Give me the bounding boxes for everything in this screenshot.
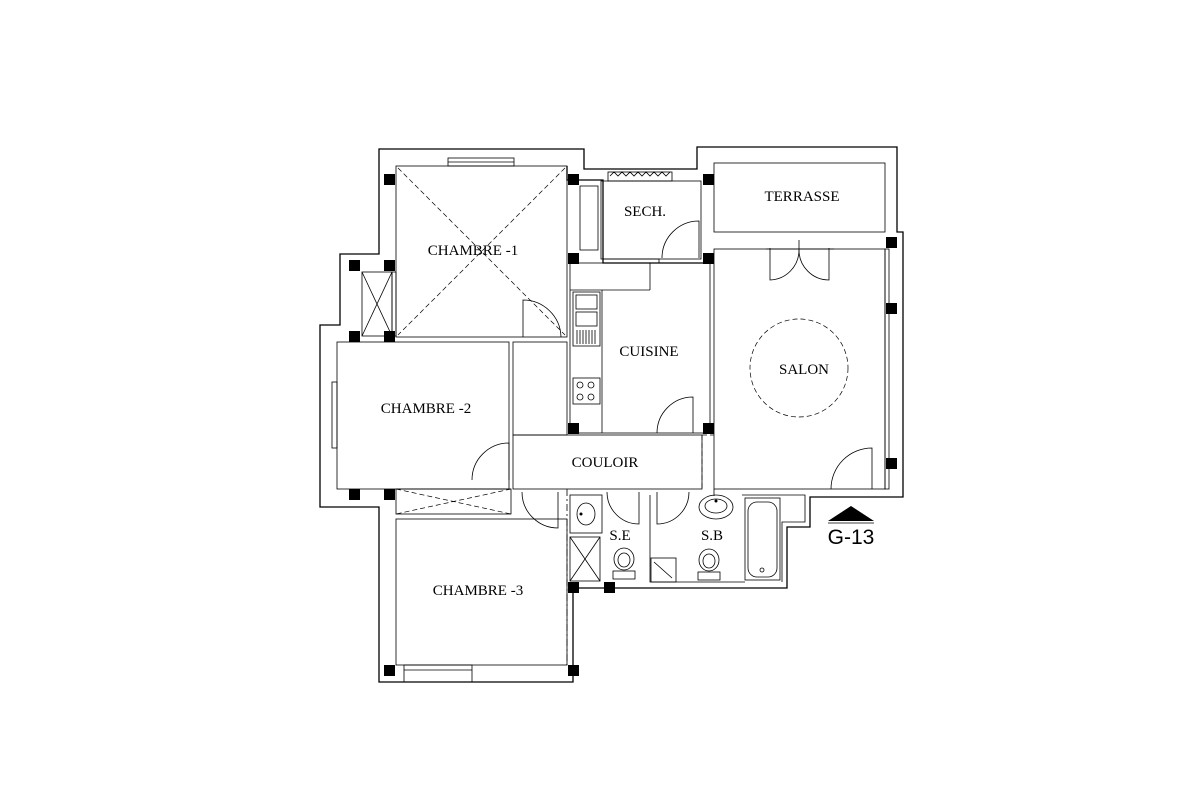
- room-chambre-2: CHAMBRE -2: [331, 341, 510, 490]
- room-chambre-1: CHAMBRE -1: [397, 157, 566, 338]
- door-salle-eau: [606, 491, 640, 525]
- structural-columns: [349, 174, 897, 676]
- room-salon: SALON: [713, 240, 890, 490]
- unit-tag-label: G-13: [828, 526, 875, 549]
- door-chambre-1: [522, 299, 562, 338]
- label-sechoir: SECH.: [624, 204, 666, 220]
- closet-south: [395, 488, 512, 515]
- entrance-arrow-icon: [828, 506, 874, 521]
- room-cuisine: CUISINE: [569, 262, 711, 434]
- label-chambre-2: CHAMBRE -2: [381, 401, 471, 417]
- stove-icon: [572, 377, 601, 405]
- label-salon: SALON: [779, 362, 829, 378]
- bathtub-icon: [744, 497, 781, 581]
- french-door-terrasse: [769, 248, 830, 281]
- label-salle-bain: S.B: [701, 528, 723, 544]
- washbasin-icon: [576, 502, 596, 526]
- unit-tag: G-13: [828, 506, 875, 549]
- room-salle-eau: S.E: [569, 491, 640, 582]
- door-chambre-2: [471, 442, 510, 481]
- closet-west: [361, 271, 397, 337]
- room-couloir: COULOIR: [512, 341, 714, 490]
- room-sechoir: SECH.: [579, 171, 702, 264]
- label-salle-eau: S.E: [609, 528, 630, 544]
- door-salle-bain: [656, 491, 690, 525]
- room-chambre-3: CHAMBRE -3: [395, 491, 568, 683]
- label-couloir: COULOIR: [572, 455, 639, 471]
- sink-icon: [572, 291, 601, 347]
- label-chambre-1: CHAMBRE -1: [428, 243, 518, 259]
- rug-circle: [749, 318, 849, 418]
- door-entrance: [830, 447, 873, 490]
- toilet-icon: [697, 548, 721, 581]
- room-salle-bain: S.B: [649, 491, 806, 583]
- label-cuisine: CUISINE: [619, 344, 678, 360]
- washbasin-icon: [698, 494, 734, 520]
- door-cuisine: [656, 396, 694, 434]
- door-chambre-3: [521, 491, 559, 529]
- room-terrasse: TERRASSE: [713, 162, 886, 233]
- label-chambre-3: CHAMBRE -3: [433, 583, 523, 599]
- toilet-icon: [612, 547, 636, 580]
- label-terrasse: TERRASSE: [764, 189, 839, 205]
- door-sechoir: [661, 220, 700, 259]
